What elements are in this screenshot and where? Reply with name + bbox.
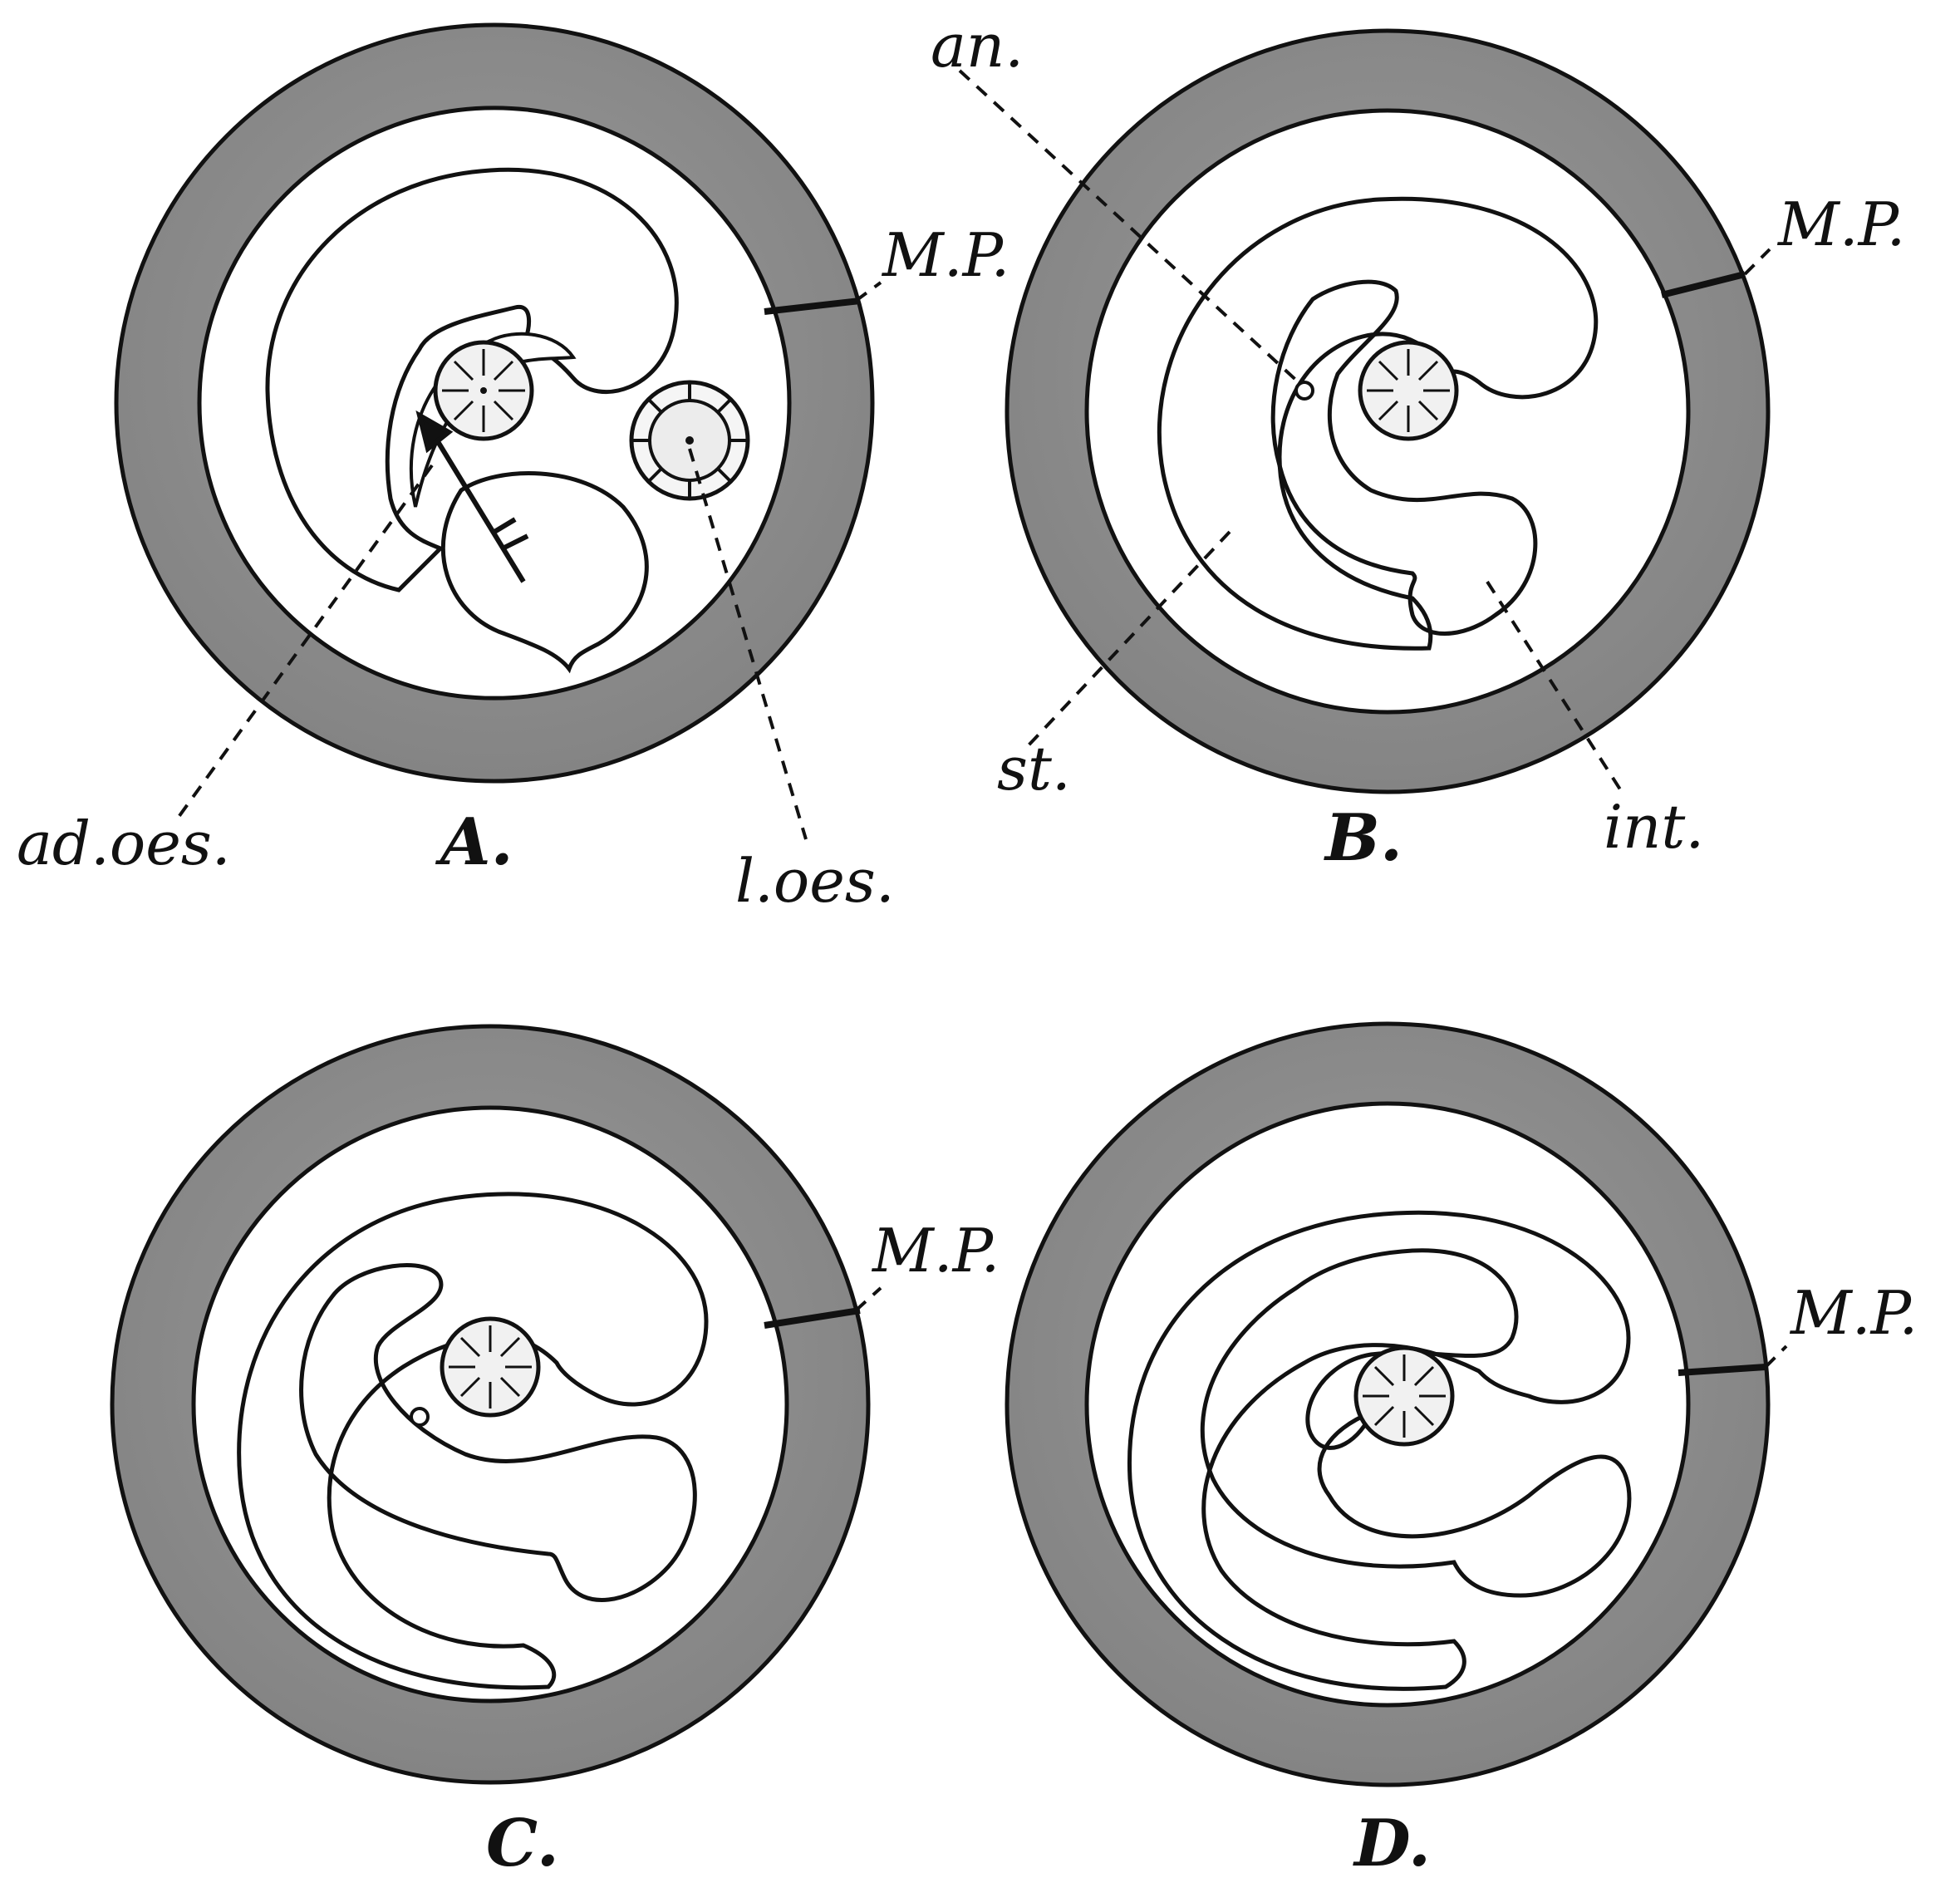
anus-c [411,1408,428,1425]
label-mp-d: M.P. [1789,1278,1918,1348]
lateral-oesophagus-a [631,382,748,499]
panel-d: M.P. D. [1007,1024,1918,1878]
panel-label-a: A. [435,804,513,880]
panel-b: an. M.P. st. int. B. [931,11,1905,876]
panel-label-b: B. [1324,800,1402,876]
panel-c: M.P. C. [112,1026,1000,1878]
leader-mp-d [1766,1346,1786,1367]
mouth-rosette-b [1360,342,1456,439]
arrow-a [420,415,528,582]
panel-label-d: D. [1353,1806,1431,1878]
label-int: int. [1604,792,1704,862]
label-mp-c: M.P. [871,1216,1000,1286]
intestine-c [302,1266,695,1600]
mouth-rosette-a [435,342,532,439]
label-ad-oes: ad.oes. [17,809,231,878]
label-st: st. [997,734,1071,804]
intestine-b [1273,282,1535,633]
label-mp-b: M.P. [1776,189,1905,259]
leader-mp-b [1745,249,1770,274]
mouth-rosette-d [1356,1348,1452,1444]
panel-a: M.P. ad.oes. l.oes. A. [17,25,1009,916]
panel-label-c: C. [486,1806,559,1878]
mouth-rosette-c [442,1319,538,1415]
label-l-oes: l.oes. [735,846,895,916]
anus-b [1296,382,1313,399]
label-mp-a: M.P. [881,220,1009,290]
leader-mp-a [856,283,881,301]
leader-mp-c [856,1288,881,1310]
label-an: an. [931,11,1024,81]
